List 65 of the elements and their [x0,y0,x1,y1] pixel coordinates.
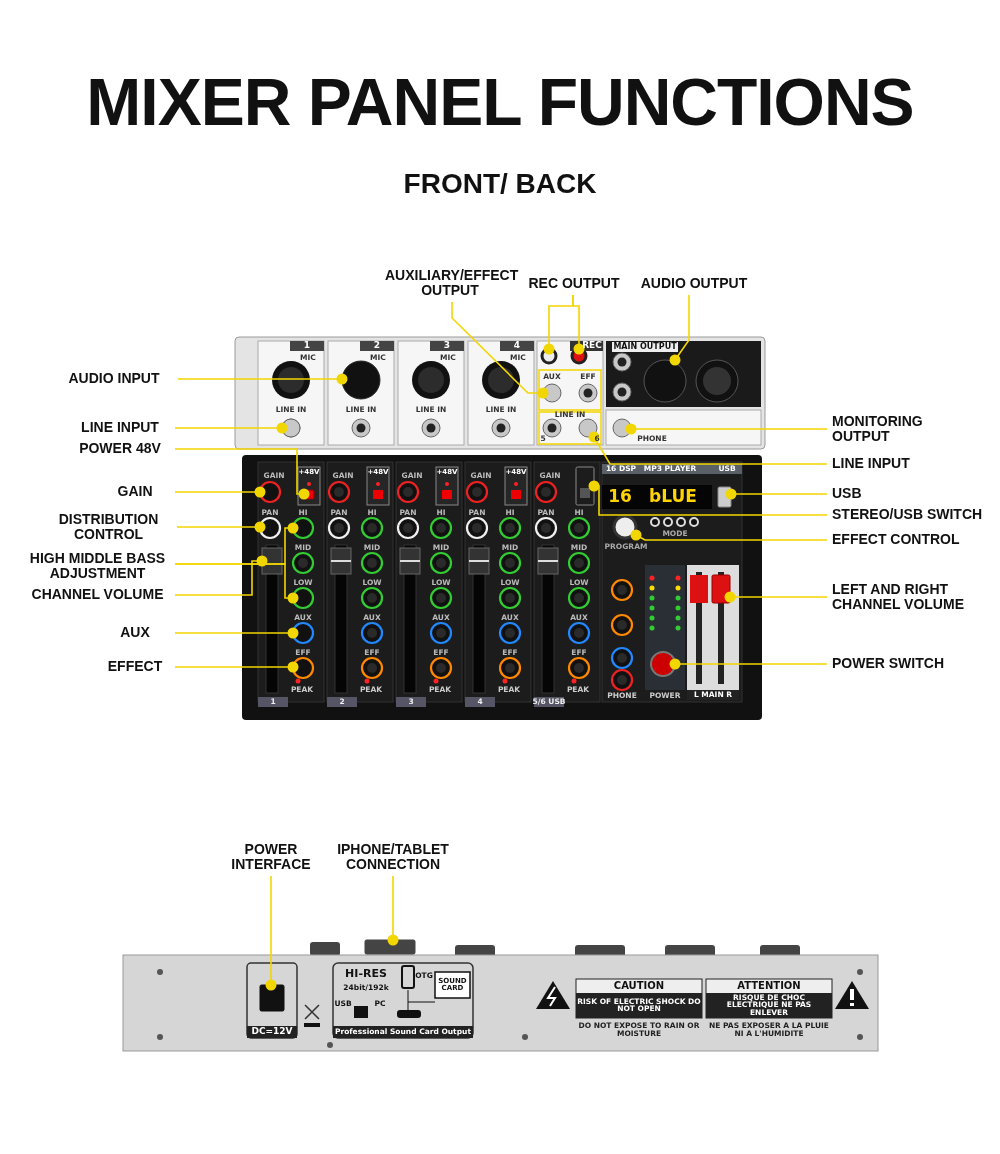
callout-label: REC OUTPUT [525,276,623,291]
callout-label: LEFT AND RIGHT CHANNEL VOLUME [832,582,972,612]
callout-label: AUDIO OUTPUT [636,276,752,291]
callout-label: LINE INPUT [832,456,942,471]
callout-label: AUX [100,625,170,640]
subtitle: FRONT/ BACK [403,169,597,199]
leader-line [724,591,828,603]
callout-label: POWER 48V [70,441,170,456]
fader-cap [711,574,731,604]
jack-socket [612,418,632,438]
callout-label: MONITORING OUTPUT [832,414,942,444]
top-connector [364,939,416,955]
callout-label: POWER SWITCH [832,656,962,671]
display-readout: 16 [608,488,632,506]
title: MIXER PANEL FUNCTIONS [85,64,915,141]
callout-label: HIGH MIDDLE BASS ADJUSTMENT [25,551,170,581]
warning-label: ATTENTION [737,980,801,992]
callout-label: DISTRIBUTION CONTROL [45,512,172,542]
panel-label: REC [582,341,602,351]
leader-line [174,627,299,639]
channel-number: 4 [513,341,521,351]
leader-line [669,294,690,366]
panel-label: MAIN OUTPUT [613,342,677,352]
callout-label: POWER INTERFACE [222,842,320,872]
leader-line [265,875,277,991]
phantom-power-switch [303,489,315,500]
leader-line [174,422,288,434]
toggle-switch [575,466,595,506]
leader-line [625,423,828,435]
xlr-socket [341,360,381,400]
leader-line [630,529,828,541]
leader-line [725,488,828,500]
callout-label: IPHONE/TABLET CONNECTION [330,842,456,872]
leader-line [588,431,828,465]
leader-line [451,301,549,399]
display-readout: bLUE [649,488,697,506]
leader-line [174,661,299,673]
callout-label: STEREO/USB SWITCH [832,507,987,522]
callout-label: EFFECT [100,659,170,674]
leader-line [174,563,299,604]
callout-label: AUDIO INPUT [55,371,173,386]
callout-label: USB [832,486,892,501]
callout-label: LINE INPUT [70,420,170,435]
leader-line [174,555,268,596]
leader-line [176,521,266,533]
panel-label: HI-RES [345,968,387,980]
power-socket [259,984,285,1012]
callout-label: EFFECT CONTROL [832,532,972,547]
leader-line [572,294,585,355]
callout-label: GAIN [100,484,170,499]
panel-label: DC=12V [251,1027,293,1037]
leader-line [174,448,310,500]
callout-label: CHANNEL VOLUME [25,587,170,602]
channel-number: 3 [443,341,451,351]
leader-line [669,658,828,670]
channel-number: 1 [303,341,311,351]
xlr-socket [643,359,687,403]
jack-socket [281,418,301,438]
jack-socket [542,383,562,403]
channel-number: 2 [373,341,381,351]
leader-line [174,486,266,498]
warning-label: CAUTION [613,980,665,992]
leader-line [387,875,399,946]
leader-line [177,373,348,385]
leader-line [588,480,828,516]
